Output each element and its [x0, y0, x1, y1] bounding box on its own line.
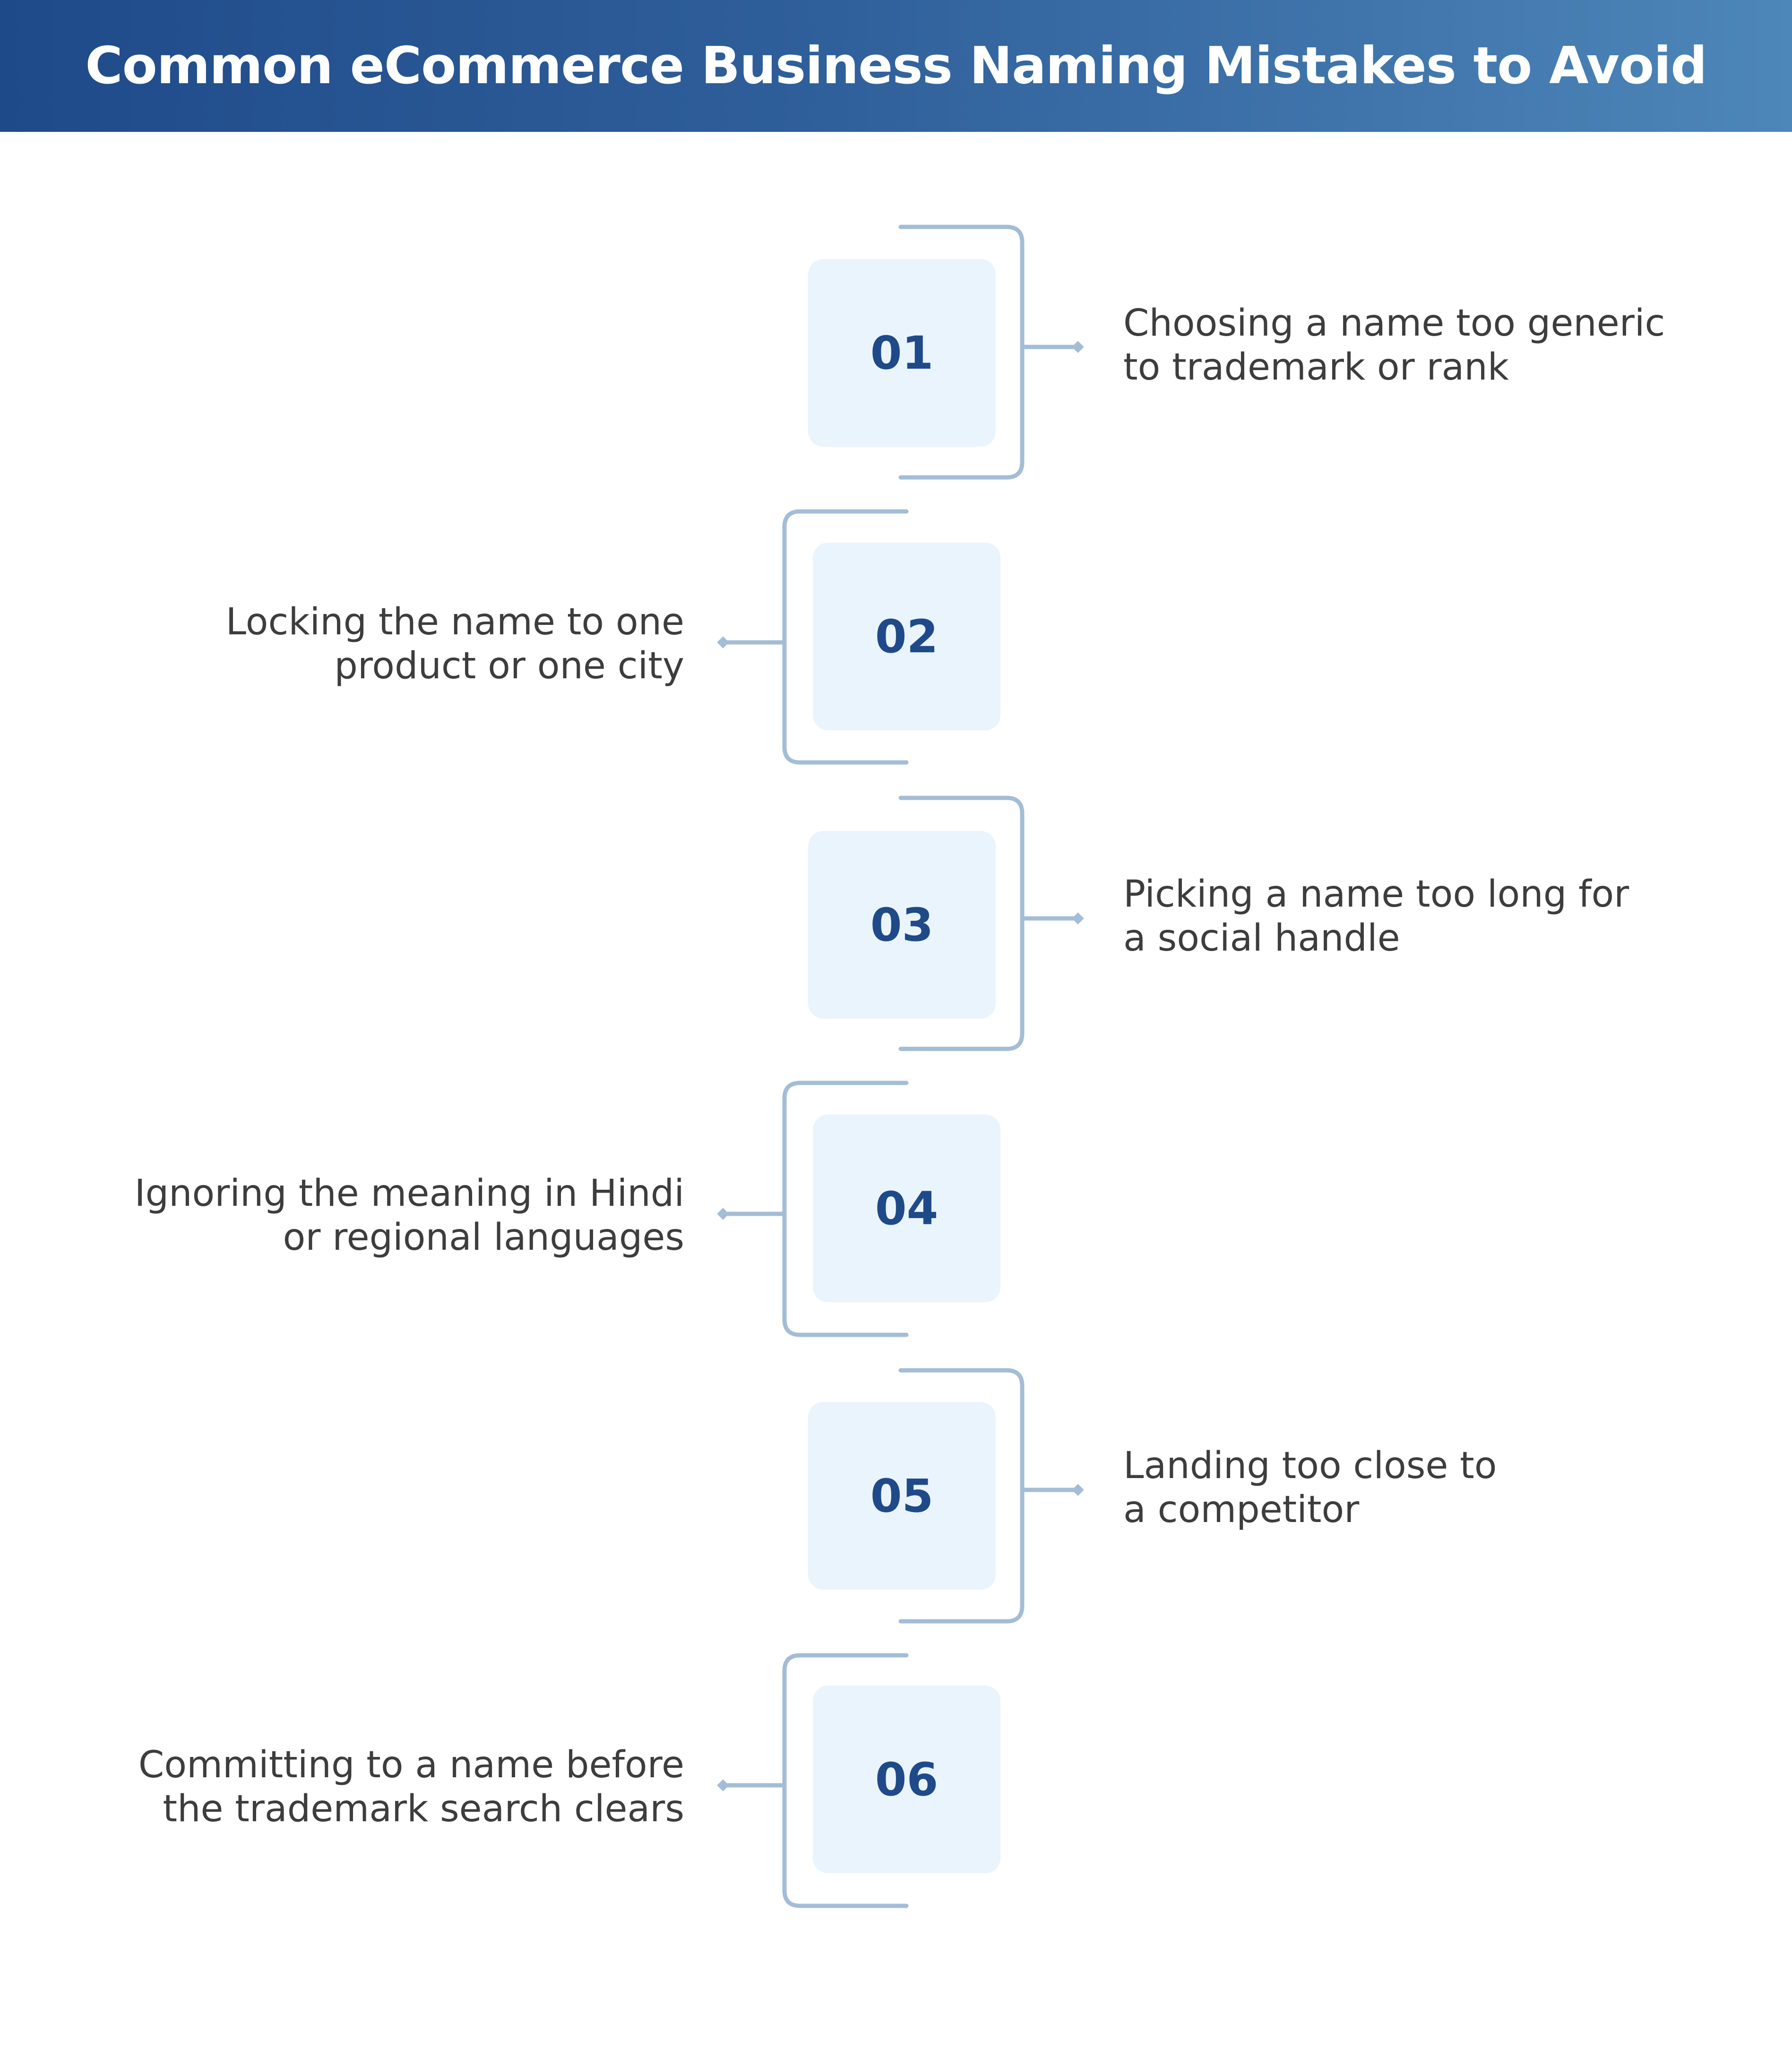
step-description: Locking the name to one product or one c… — [225, 601, 684, 687]
page-title: Common eCommerce Business Naming Mistake… — [85, 36, 1707, 95]
connector-diamond — [1072, 341, 1084, 353]
title-banner: Common eCommerce Business Naming Mistake… — [0, 0, 1792, 132]
step-description: Choosing a name too generic to trademark… — [1123, 302, 1665, 389]
connector-diamond — [1072, 1484, 1084, 1496]
connector-diamond — [717, 1208, 729, 1220]
step-description: Ignoring the meaning in Hindi or regiona… — [134, 1172, 684, 1259]
connector-step-4 — [724, 1081, 909, 1337]
step-number: 05 — [870, 1469, 934, 1523]
step-description: Picking a name too long for a social han… — [1123, 873, 1629, 960]
step-number: 06 — [875, 1753, 939, 1806]
step-number-box: 01 — [808, 259, 996, 447]
step-number-box: 06 — [813, 1686, 1000, 1873]
connector-step-6 — [724, 1653, 909, 1908]
connector-diamond — [717, 1779, 729, 1791]
step-number: 03 — [870, 898, 934, 952]
step-number: 04 — [875, 1182, 939, 1235]
connector-diamond — [1072, 912, 1084, 925]
step-description: Landing too close to a competitor — [1123, 1445, 1497, 1531]
step-number-box: 04 — [813, 1115, 1000, 1302]
connector-step-1 — [898, 225, 1079, 480]
step-number: 01 — [870, 326, 934, 380]
connector-step-5 — [898, 1368, 1079, 1624]
connector-step-3 — [898, 796, 1079, 1051]
connector-step-2 — [724, 509, 909, 765]
step-number: 02 — [875, 610, 939, 663]
step-number-box: 05 — [808, 1402, 996, 1590]
connector-diamond — [717, 636, 729, 649]
step-description: Committing to a name before the trademar… — [138, 1744, 684, 1830]
step-number-box: 03 — [808, 831, 996, 1019]
step-number-box: 02 — [813, 543, 1000, 730]
